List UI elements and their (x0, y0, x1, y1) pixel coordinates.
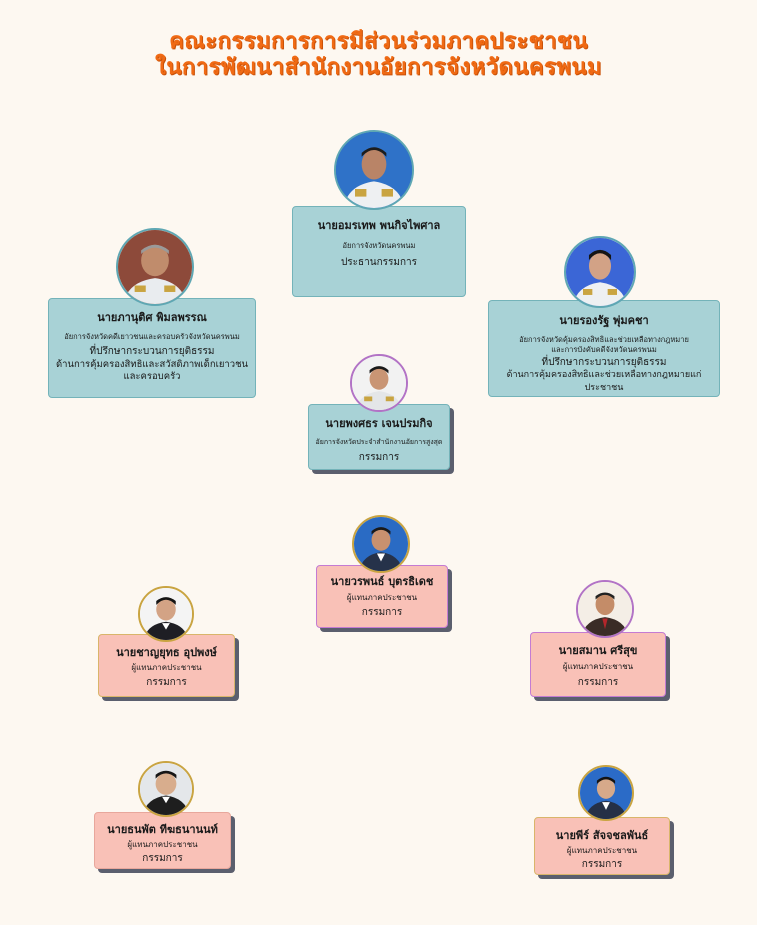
member-photo-public-right-lower (578, 765, 634, 821)
member-position: ผู้แทนภาคประชาชน (566, 846, 638, 855)
member-position: ผู้แทนภาคประชาชน (131, 663, 202, 672)
member-name: นายวรพนธ์ บุตรธิเดช (330, 575, 434, 588)
member-card-public-left-upper: นายชาญยุทธ อุปพงษ์ ผู้แทนภาคประชาชน กรรม… (98, 634, 235, 697)
member-card-chairman: นายอมรเทพ พนกิจไพศาล อัยการจังหวัดนครพนม… (292, 206, 466, 297)
member-photo-public-left-upper (138, 586, 194, 642)
member-role-line-2: ด้านการคุ้มครองสิทธิและสวัสดิภาพเด็กเยาว… (55, 359, 249, 370)
member-card-committee-center: นายพงศธร เจนปรมกิจ อัยการจังหวัดประจำสำน… (308, 404, 450, 470)
page-title-line-1: คณะกรรมการการมีส่วนร่วมภาคประชาชน (169, 29, 588, 54)
member-name: นายรองรัฐ พุ่มคชา (559, 314, 649, 327)
page-title-line-2: ในการพัฒนาสำนักงานอัยการจังหวัดนครพนม (155, 55, 602, 80)
member-photo-chairman (334, 130, 414, 210)
member-position: อัยการจังหวัดคุ้มครองสิทธิและช่วยเหลือทา… (519, 335, 689, 344)
member-name: นายธนพัต ทีฆธนานนท์ (107, 823, 218, 836)
member-role: ประธานกรรมการ (340, 257, 418, 268)
member-position: ผู้แทนภาคประชาชน (346, 593, 418, 602)
member-role: กรรมการ (581, 859, 623, 870)
member-photo-public-center (352, 515, 410, 573)
member-role-line-2: ด้านการคุ้มครองสิทธิและช่วยเหลือทางกฎหมา… (506, 370, 702, 393)
member-position: อัยการจังหวัดนครพนม (342, 241, 416, 250)
member-photo-advisor-right (564, 236, 636, 308)
member-role: กรรมการ (142, 853, 183, 864)
member-photo-committee-center (350, 354, 408, 412)
member-card-public-right-lower: นายพีร์ สัจจชลพันธ์ ผู้แทนภาคประชาชน กรร… (534, 817, 670, 875)
member-name: นายพงศธร เจนปรมกิจ (325, 417, 433, 430)
member-name: นายชาญยุทธ อุปพงษ์ (116, 646, 217, 659)
member-position: อัยการจังหวัดคดีเยาวชนและครอบครัวจังหวัด… (64, 332, 240, 341)
member-role: กรรมการ (577, 677, 619, 688)
member-photo-public-left-lower (138, 761, 194, 817)
member-card-public-right-upper: นายสมาน ศรีสุข ผู้แทนภาคประชาชน กรรมการ (530, 632, 666, 697)
member-photo-advisor-left (116, 228, 194, 306)
member-role-line-3: และครอบครัว (123, 371, 181, 382)
member-role: กรรมการ (146, 677, 187, 688)
member-position: ผู้แทนภาคประชาชน (127, 840, 198, 849)
member-name: นายพีร์ สัจจชลพันธ์ (555, 829, 649, 842)
member-name: นายภานุติศ พิมลพรรณ (97, 311, 207, 324)
member-position: อัยการจังหวัดประจำสำนักงานอัยการสูงสุด (315, 438, 443, 446)
member-card-public-left-lower: นายธนพัต ทีฆธนานนท์ ผู้แทนภาคประชาชน กรร… (94, 812, 231, 869)
member-role: ที่ปรึกษากระบวนการยุติธรรม (541, 357, 667, 368)
member-position-line-2: และการบังคับคดีจังหวัดนครพนม (551, 345, 657, 354)
member-role: กรรมการ (358, 452, 400, 463)
member-role: ที่ปรึกษากระบวนการยุติธรรม (89, 346, 215, 357)
member-name: นายอมรเทพ พนกิจไพศาล (317, 219, 441, 232)
member-role: กรรมการ (361, 607, 403, 618)
member-photo-public-right-upper (576, 580, 634, 638)
member-card-advisor-right: นายรองรัฐ พุ่มคชา อัยการจังหวัดคุ้มครองส… (488, 300, 720, 397)
member-name: นายสมาน ศรีสุข (558, 644, 638, 657)
member-card-advisor-left: นายภานุติศ พิมลพรรณ อัยการจังหวัดคดีเยาว… (48, 298, 256, 398)
member-card-public-center: นายวรพนธ์ บุตรธิเดช ผู้แทนภาคประชาชน กรร… (316, 565, 448, 628)
member-position: ผู้แทนภาคประชาชน (562, 662, 634, 671)
